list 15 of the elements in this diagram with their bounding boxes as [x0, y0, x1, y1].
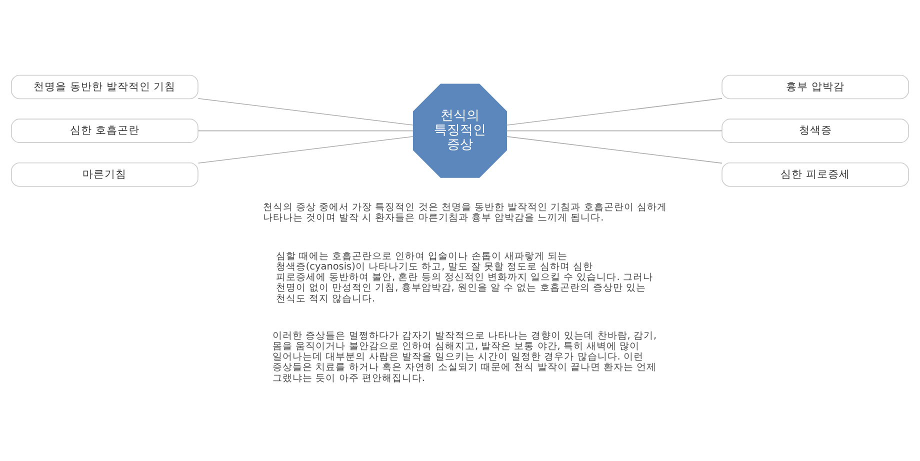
connector — [506, 98, 722, 126]
label: 천식의 증상 중에서 가장 특징적인 것은 천명을 동반한 발작적인 기침과 호흡곤란이 심하게 나타나는 것이며 발작 시 환자들은 마른기침과 흉부 압박감을 느끼게 됩니다. — [262, 201, 667, 224]
connector — [198, 130, 414, 131]
connector — [506, 136, 722, 164]
node-box: 흉부 압박감 — [722, 74, 909, 99]
node-box: 심한 피로증세 — [722, 162, 909, 186]
label: 이러한 증상들은 멀쩡하다가 갑자기 발작적으로 나타나는 경향이 있는데 찬바람, 감기, 몸을 움직이거나 불안감으로 인하여 심해지고, 발작은 보통 야간, 특히 새벽에 많이 일어나는데 대부분의 사람은 발작을 일으키는 시간이 일정한 경우가 많습니다. 이런 증상들은 치료를 하거나 혹은 자연히 소실되기 때문에 천식 발작이 끝나면 환자는 언제 그랬냐는 듯이 아주 편안해집니다. — [272, 330, 657, 384]
node-box: 마른기침 — [11, 162, 198, 186]
connector — [506, 130, 722, 131]
node-box: 천명을 동반한 발작적인 기침 — [11, 74, 198, 99]
node-box: 청색증 — [722, 118, 909, 142]
label: 심할 때에는 호흡곤란으로 인하여 입술이나 손톱이 새파랗게 되는 청색증(cyanosis)이 나타나기도 하고, 말도 잘 못할 정도로 심하며 심한 피로증세에 동반하여 불안, 혼란 등의 정신적인 변화까지 일으킬 수 있습니다. 그러나 천명이 없이 만성적인 기침, 흉부압박감, 원인을 알 수 없는 호흡곤란의 증상만 있는 천식도 적지 않습니다. — [276, 250, 653, 304]
connector — [198, 98, 414, 126]
node-box: 심한 호흡곤란 — [11, 118, 198, 142]
connector — [198, 136, 414, 164]
